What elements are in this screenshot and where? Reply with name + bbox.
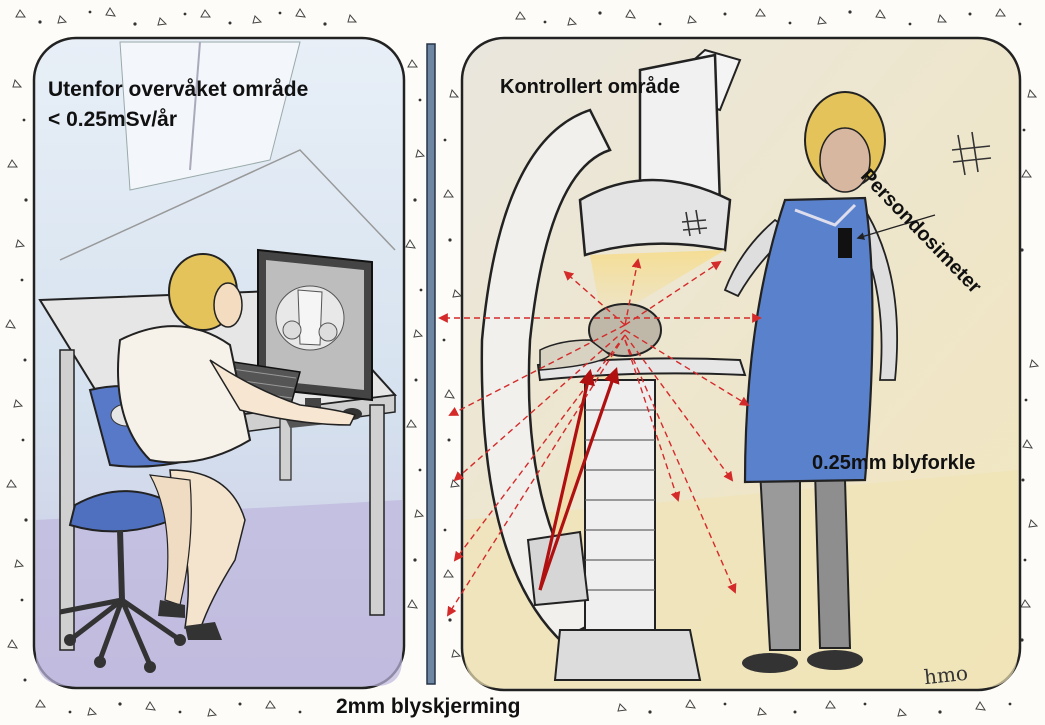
lead-apron-label: 0.25mm blyforkle: [812, 452, 975, 475]
left-room-title: Utenfor overvåket område: [48, 78, 308, 102]
artist-signature: hmo: [923, 662, 969, 689]
lead-shield-label: 2mm blyskjerming: [336, 695, 520, 719]
dose-limit-label: < 0.25mSv/år: [48, 108, 177, 132]
lead-shield-wall: [427, 44, 435, 684]
controlled-area-title: Kontrollert område: [500, 76, 680, 99]
